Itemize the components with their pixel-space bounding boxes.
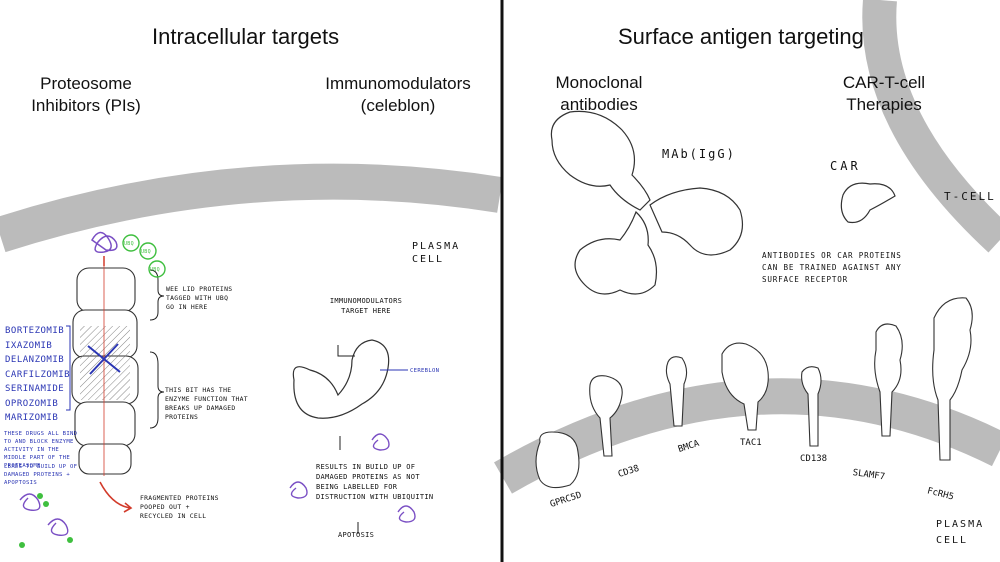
ub-tag-3: UBQ — [150, 267, 160, 273]
cart-heading: CAR-T-cell Therapies — [842, 73, 926, 114]
right-panel-title: Surface antigen targeting — [618, 24, 864, 49]
immuno-target-note: IMMUNOMODULATORS TARGET HERE — [329, 297, 403, 315]
car-label: CAR — [830, 159, 861, 173]
antibody-note: ANTIBODIES OR CAR PROTEINS CAN BE TRAINE… — [762, 251, 902, 284]
drug-item: BORTEZOMIB — [5, 326, 65, 336]
drug-item: OPROZOMIB — [5, 398, 59, 409]
drug-item: IXAZOMIB — [5, 340, 53, 351]
plasma-cell-label-right: PLASMA CELL — [936, 519, 985, 546]
buildup-note: RESULTS IN BUILD UP OF DAMAGED PROTEINS … — [316, 463, 434, 501]
pi-heading: Proteosome Inhibitors (PIs) — [31, 74, 141, 115]
receptor-label: TAC1 — [740, 438, 762, 448]
proteasome — [71, 267, 139, 475]
bind-note: THESE DRUGS ALL BIND TO AND BLOCK ENZYME… — [4, 431, 78, 469]
ub-tag-1: UBQ — [124, 241, 134, 247]
immuno-heading: Immunomodulators (celeblon) — [325, 74, 471, 115]
ub-tag-2: UBQ — [141, 249, 151, 255]
apoptosis-note-left: LEADS TO BUILD UP OF DAMAGED PROTEINS + … — [4, 464, 78, 486]
left-panel-title: Intracellular targets — [152, 24, 340, 49]
apoptosis-label: APOTOSIS — [338, 531, 375, 539]
tcell-membrane — [862, 0, 1000, 253]
cereblon-complex — [292, 339, 390, 419]
left-plasma-membrane — [0, 163, 503, 253]
mab-heading: Monoclonal antibodies — [555, 73, 643, 114]
fragment-note: FRAGMENTED PROTEINS POOPED OUT + RECYCLE… — [140, 494, 219, 520]
drug-item: CARFILZOMIB — [5, 369, 71, 380]
surface-receptors — [535, 297, 973, 489]
drug-item: SERINAMIDE — [5, 384, 65, 394]
drug-item: MARIZOMIB — [5, 413, 59, 423]
antibody — [550, 110, 743, 295]
drug-list: BORTEZOMIB IXAZOMIB DELANZOMIB CARFILZOM… — [5, 324, 70, 426]
lid-note: WEE LID PROTEINS TAGGED WITH UBQ GO IN H… — [166, 285, 233, 311]
receptor-label: CD138 — [800, 454, 828, 464]
car-protein — [840, 182, 896, 224]
cereblon-label: CEREBLON — [410, 368, 440, 374]
enzyme-note: THIS BIT HAS THE ENZYME FUNCTION THAT BR… — [165, 386, 248, 421]
plasma-cell-label-left: PLASMA CELL — [412, 241, 461, 265]
drug-item: DELANZOMIB — [5, 355, 65, 365]
mab-label: MAb(IgG) — [662, 147, 736, 161]
tcell-label: T-CELL — [944, 190, 996, 203]
